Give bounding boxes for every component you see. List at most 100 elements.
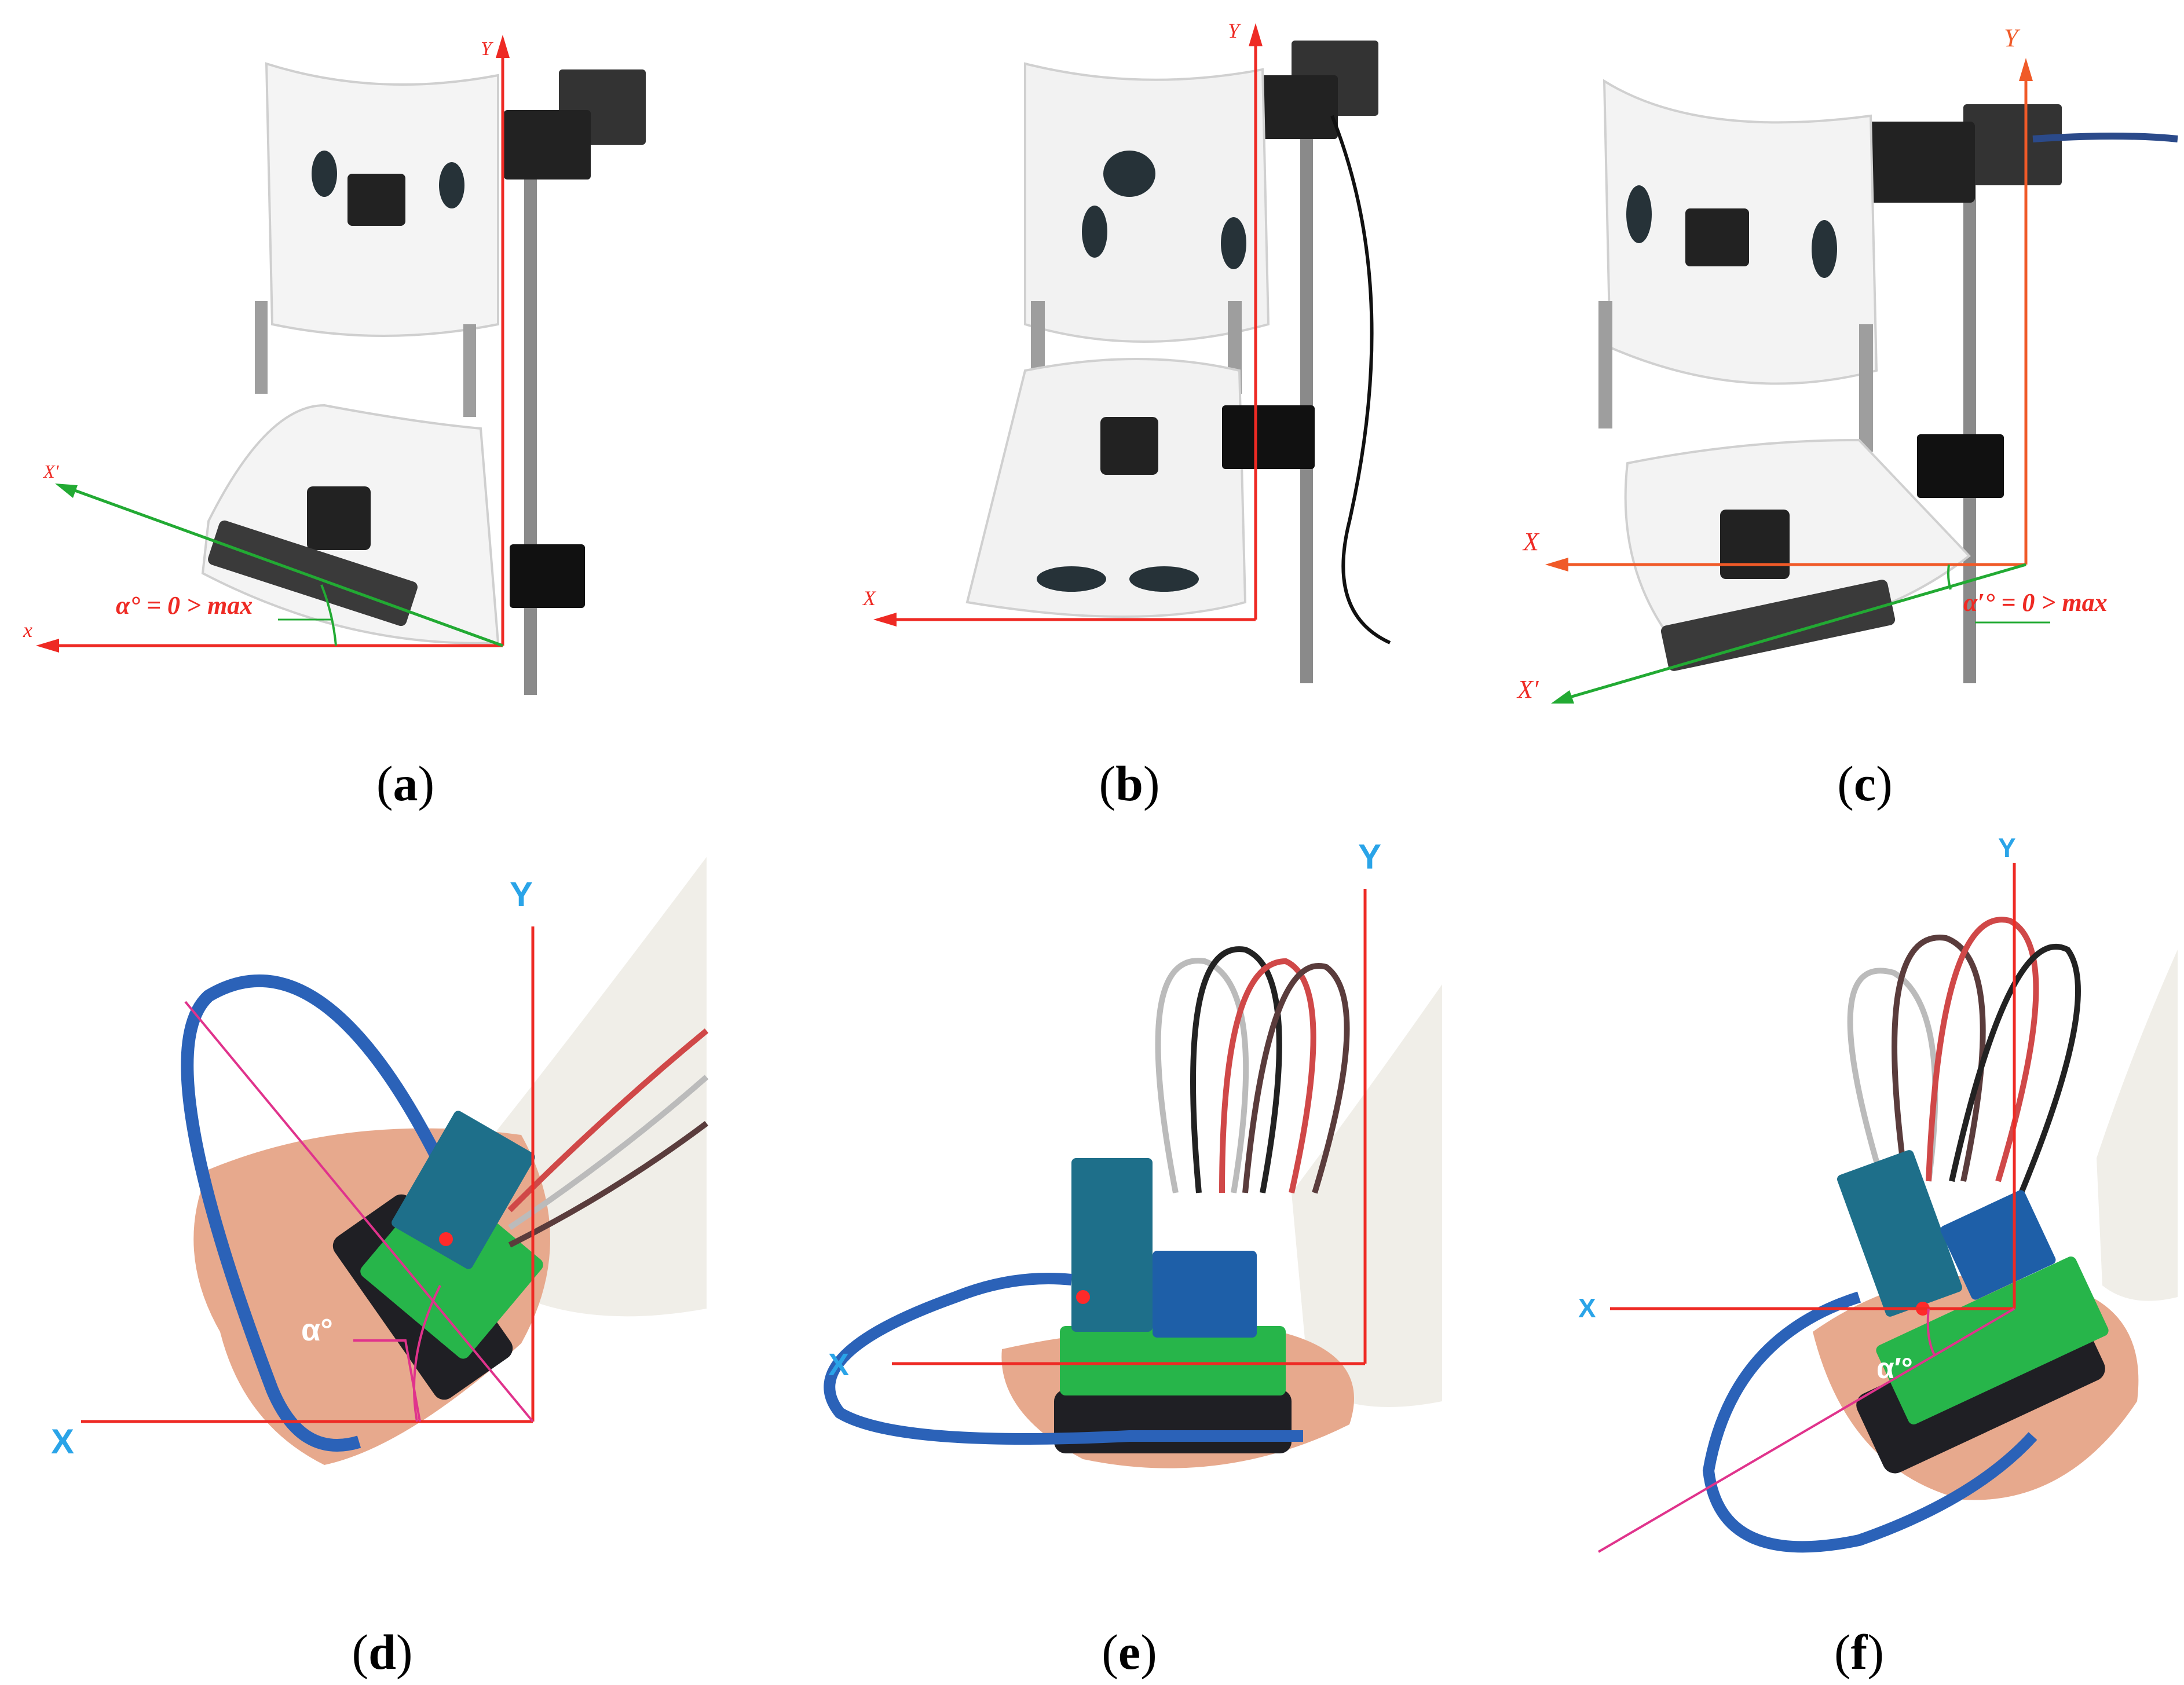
panel-c-figure: Y X X′ α′° = 0 > max [1516, 24, 2178, 704]
y-axis-label: Y [1358, 837, 1381, 876]
wire-bundle [508, 1120, 708, 1248]
y-axis-label: Y [481, 38, 493, 60]
shell-hole [1812, 220, 1837, 278]
status-led-icon [439, 1232, 453, 1246]
sd-card-module [1940, 1190, 2056, 1300]
shell-hole [1626, 185, 1652, 243]
servo-mount [1685, 208, 1749, 266]
wire-loop [1949, 944, 2081, 1194]
motor-bracket [1859, 122, 1975, 203]
lower-bracket [510, 544, 585, 608]
usb-cable [824, 1273, 1303, 1445]
wire-bundle [508, 1075, 709, 1230]
x-axis-label: x [23, 618, 32, 642]
usb-cable [1702, 1291, 2037, 1553]
caption-e: (e) [1102, 1624, 1157, 1680]
bluetooth-module [392, 1111, 535, 1269]
tilt-line [184, 1001, 534, 1423]
lower-bracket [1222, 405, 1315, 469]
y-axis-arrow-icon [496, 35, 510, 58]
angle-arc [413, 1285, 441, 1422]
shell-hole [1129, 566, 1199, 592]
lead-screw [524, 151, 537, 695]
y-axis-label: Y [1228, 19, 1242, 42]
x-axis-label: X [1578, 1293, 1596, 1323]
status-led-icon [1076, 1290, 1090, 1304]
upper-splint-shell [1024, 62, 1270, 343]
panel-c: Y X X′ α′° = 0 > max (c) [1454, 0, 2178, 808]
x-axis-arrow-icon [36, 639, 59, 653]
y-axis-arrow-icon [1249, 23, 1263, 46]
panel-a: Y x X′ α° = 0 > max (a) [0, 0, 718, 808]
x-prime-axis-label: X′ [1516, 675, 1539, 704]
forearm [1292, 984, 1442, 1407]
sd-card-module [1153, 1251, 1257, 1338]
bluetooth-module [1837, 1150, 1962, 1317]
piston [463, 324, 476, 417]
bluetooth-module [1071, 1158, 1153, 1332]
wire-loop [1219, 958, 1316, 1194]
x-prime-axis-arrow-icon [55, 483, 78, 498]
angle-arc [320, 584, 337, 646]
shell-hole [439, 162, 464, 208]
stepper-motor-icon [1963, 104, 2062, 185]
caption-b: (b) [1099, 756, 1160, 811]
panel-b-figure: Y X [862, 19, 1391, 683]
cable [2032, 133, 2178, 142]
shell-hole [312, 151, 337, 197]
y-axis-label: Y [2004, 24, 2021, 52]
panel-d: Y X α° (d) [0, 834, 718, 1677]
motor-bracket [1257, 75, 1338, 139]
cable [1330, 115, 1391, 644]
angle-annotation: α′° = 0 > max [1963, 588, 2108, 617]
wire-loop [1242, 963, 1350, 1194]
shell-hole [1082, 206, 1107, 258]
servo-mount [307, 486, 371, 550]
motor-bracket [504, 110, 591, 180]
y-axis-label: Y [1998, 833, 2016, 863]
shell-hole [1221, 217, 1246, 269]
panel-b: Y X (b) [724, 0, 1448, 808]
angle-annotation: α° [301, 1313, 333, 1347]
x-axis-label: X [828, 1347, 849, 1382]
x-axis-label: X [51, 1422, 74, 1461]
lower-bracket [1917, 434, 2004, 498]
x-prime-axis-label: X′ [42, 461, 60, 482]
panel-a-figure: Y x X′ α° = 0 > max [23, 35, 646, 695]
panel-d-figure: Y X α° [51, 857, 709, 1465]
pcb-board [1060, 1326, 1286, 1395]
wire-bundle [507, 1028, 709, 1213]
battery-pack [208, 520, 418, 627]
panel-e: Y X (e) [724, 834, 1448, 1677]
angle-annotation: α′° [1876, 1352, 1913, 1384]
panel-f-figure: Y X α′° [1578, 833, 2178, 1553]
angle-annotation: α° = 0 > max [116, 591, 253, 620]
x-axis-label: X [1522, 528, 1540, 556]
piston [255, 301, 268, 394]
caption-a: (a) [376, 756, 435, 811]
caption-c: (c) [1837, 756, 1893, 811]
tilt-line [1597, 1307, 2015, 1553]
wire-loop [1155, 958, 1249, 1193]
y-axis-arrow-icon [2019, 58, 2033, 81]
servo-mount [1720, 510, 1790, 579]
piston [1598, 301, 1612, 428]
wire-loop [1926, 917, 2039, 1182]
x-prime-axis-arrow-icon [1551, 690, 1574, 704]
pcb-board [1876, 1257, 2109, 1424]
caption-f: (f) [1834, 1624, 1884, 1680]
shell-hole [1103, 151, 1155, 197]
panel-f: Y X α′° (f) [1454, 833, 2178, 1677]
usb-cable [181, 974, 452, 1452]
sensor-device-body [1054, 1390, 1292, 1453]
lead-screw [1300, 87, 1313, 683]
x-axis-arrow-icon [873, 613, 897, 627]
caption-d: (d) [352, 1624, 413, 1680]
angle-arc [1926, 1308, 1936, 1356]
angle-arc [1947, 564, 1952, 590]
battery-pack [1660, 580, 1896, 671]
lead-screw [1963, 151, 1976, 683]
x-axis-label: X [862, 587, 877, 610]
shell-hole [1037, 566, 1106, 592]
panel-e-figure: Y X [824, 837, 1442, 1468]
